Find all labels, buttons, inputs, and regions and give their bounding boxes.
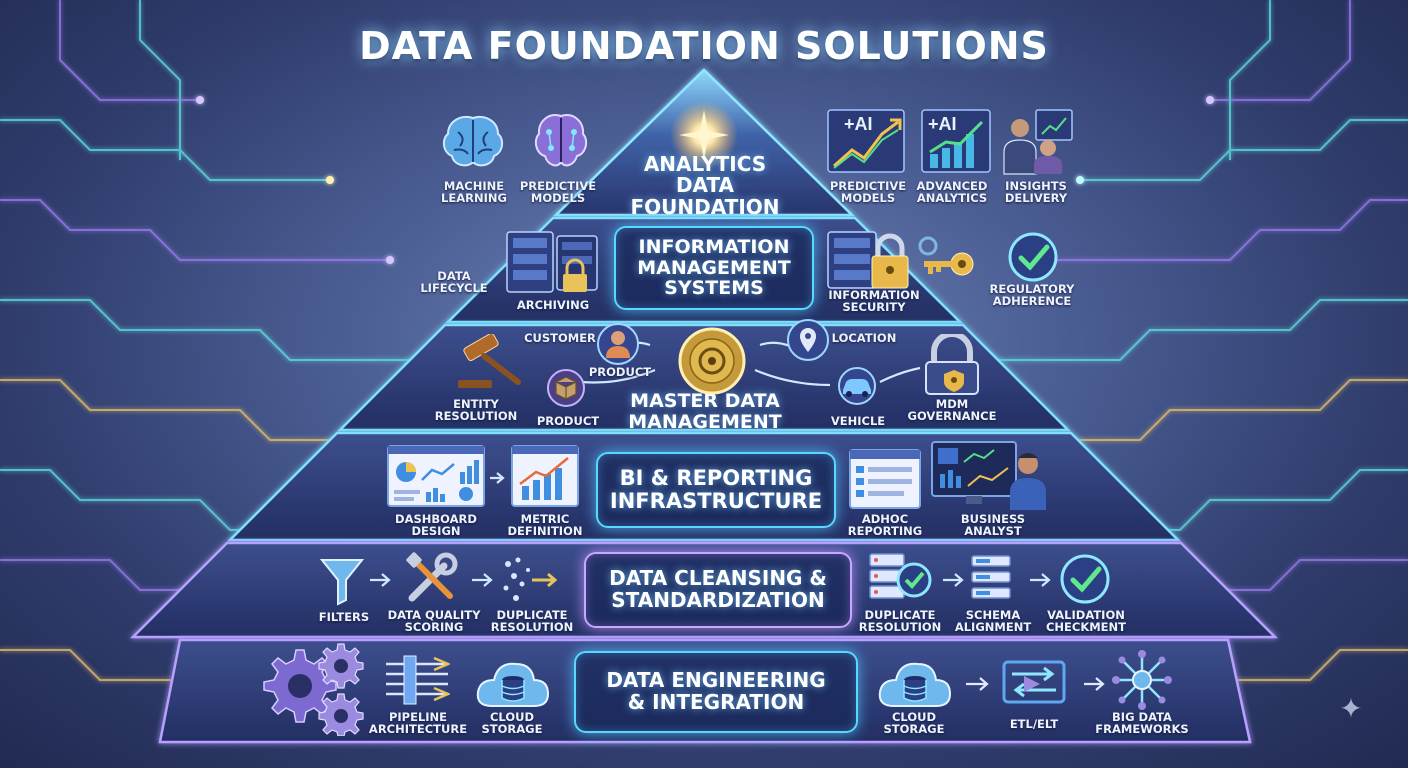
database-check-icon [869,553,932,599]
apex-star [679,110,729,160]
label-pipeline-architecture: PIPELINE ARCHITECTURE [368,710,468,737]
label-predictive-models-left: PREDICTIVE MODELS [519,179,597,206]
label-product-left: PRODUCT [536,414,600,428]
label-data-lifecycle: DATA LIFECYCLE [420,269,488,296]
product-box-icon [547,369,585,407]
report-list-icon [849,449,921,509]
label-customer: CUSTOMER [524,331,596,345]
main-title: DATA FOUNDATION SOLUTIONS [359,24,1049,68]
label-validation-checkment: VALIDATION CHECKMENT [1045,608,1127,635]
label-duplicate-resolution-left: DUPLICATE RESOLUTION [490,608,574,635]
label-predictive-models-right: PREDICTIVE MODELS [829,179,907,206]
ai-growth-chart-icon: +AI [827,109,905,173]
tier-title-master-data: MASTER DATA MANAGEMENT [628,390,782,433]
padlock-icon [925,334,979,395]
label-insights-delivery: INSIGHTS DELIVERY [1004,179,1068,206]
location-pin-icon [787,319,829,361]
label-vehicle: VEHICLE [830,414,886,428]
check-badge-icon [1008,232,1058,282]
flow-arrows [370,341,1105,691]
metric-chart-icon [511,445,579,507]
label-cloud-storage-left: CLOUD STORAGE [481,710,543,737]
brain-network-icon [534,114,588,167]
label-dashboard-design: DASHBOARD DESIGN [395,512,477,539]
label-metric-definition: METRIC DEFINITION [507,512,583,539]
tier-title-analytics: ANALYTICS DATA FOUNDATION [630,151,780,219]
dashboard-icon [387,445,485,507]
network-hub-icon [1112,650,1172,710]
cloud-database-icon [878,662,952,707]
padlock-server-icon [827,231,909,289]
label-data-quality-scoring: DATA QUALITY SCORING [387,608,481,635]
svg-text:+AI: +AI [844,114,873,134]
tier-title-data-engineering: DATA ENGINEERING & INTEGRATION [574,651,858,733]
check-circle-icon [1060,554,1110,604]
label-etl-elt: ETL/ELT [1009,717,1059,731]
label-machine-learning: MACHINE LEARNING [441,179,507,206]
label-advanced-analytics: ADVANCED ANALYTICS [916,179,988,206]
pipeline-icon [386,655,450,705]
label-regulatory-adherence: REGULATORY ADHERENCE [989,282,1075,309]
label-duplicate-resolution-right: DUPLICATE RESOLUTION [858,608,942,635]
label-archiving: ARCHIVING [516,298,590,312]
label-schema-alignment: SCHEMA ALIGNMENT [954,608,1032,635]
label-big-data-frameworks: BIG DATA FRAMEWORKS [1095,710,1189,737]
gears-icon [263,643,364,736]
label-business-analyst: BUSINESS ANALYST [960,512,1026,539]
etl-arrows-icon [1002,660,1066,704]
tools-icon [406,552,458,602]
ai-bar-chart-icon: +AI [921,109,991,173]
gavel-icon [458,334,521,388]
label-cloud-storage-right: CLOUD STORAGE [883,710,945,737]
analyst-monitor-icon [931,441,1046,510]
tier-title-bi-reporting: BI & REPORTING INFRASTRUCTURE [596,452,836,528]
label-adhoc-reporting: ADHOC REPORTING [847,512,923,539]
label-mdm-governance: MDM GOVERNANCE [907,397,997,424]
cloud-database-icon [476,662,550,707]
label-filters: FILTERS [318,610,370,624]
car-icon [838,367,876,405]
label-product-center: PRODUCT [588,365,652,379]
tier-title-information-management: INFORMATION MANAGEMENT SYSTEMS [614,226,814,310]
business-people-icon [1003,109,1073,175]
server-lock-icon [506,231,598,293]
label-information-security: INFORMATION SECURITY [828,288,920,315]
funnel-icon [320,559,364,606]
schema-stack-icon [971,555,1011,599]
brain-icon [442,116,504,167]
label-location: LOCATION [831,331,897,345]
tier-title-data-cleansing: DATA CLEANSING & STANDARDIZATION [584,552,852,628]
scatter-dots-icon [503,557,558,601]
disc-icon [678,327,746,395]
person-icon [597,323,639,365]
sparkle-icon: ✦ [1339,693,1363,724]
label-entity-resolution: ENTITY RESOLUTION [434,397,518,424]
svg-text:+AI: +AI [928,114,957,134]
key-icon [918,236,974,276]
